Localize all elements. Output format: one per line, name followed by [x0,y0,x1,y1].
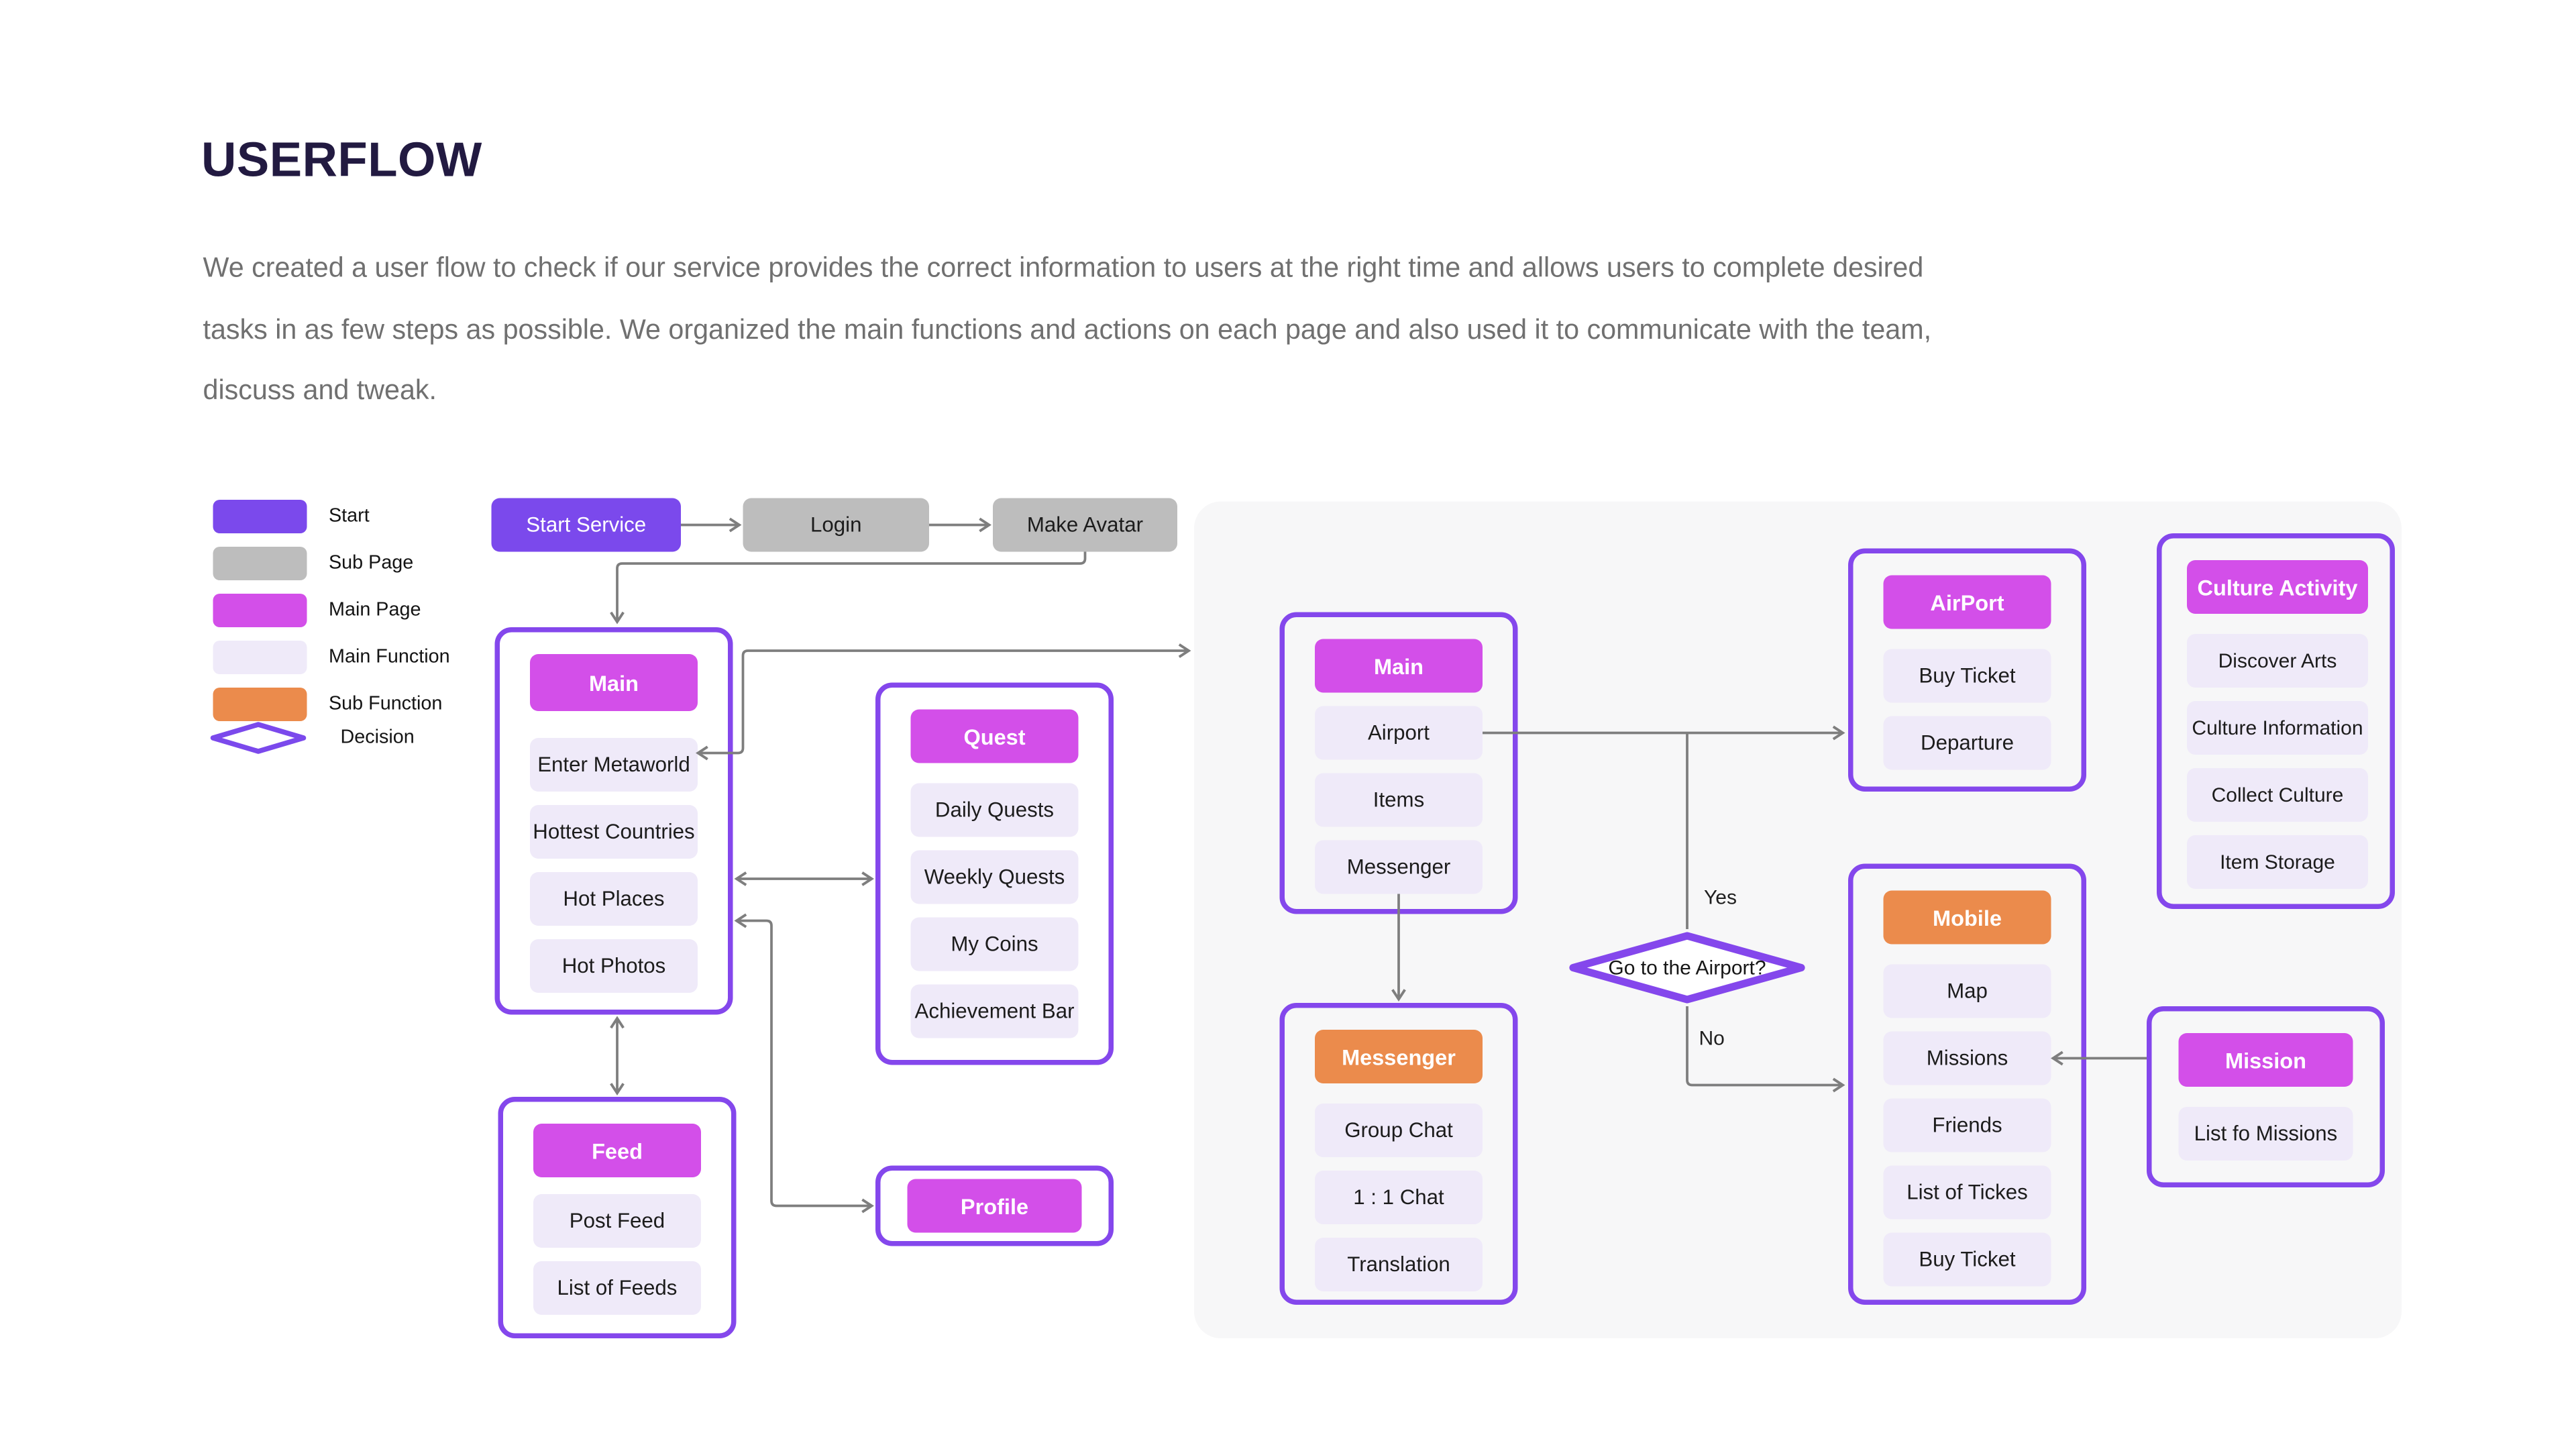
legend-swatch-main-function [213,641,307,674]
row-post-feed: Post Feed [533,1194,701,1248]
row-buy-ticket: Buy Ticket [1883,649,2051,703]
legend-item-sub-page: Sub Page [213,547,414,580]
box-mission-header: Mission [2178,1033,2353,1087]
box-main-meta: Main Airport Items Messenger [1279,612,1518,914]
legend-swatch-sub-function [213,688,307,721]
legend-label: Sub Page [329,553,414,574]
legend-label: Sub Function [329,694,443,714]
row-1-1-chat: 1 : 1 Chat [1315,1171,1483,1224]
row-items: Items [1315,773,1483,827]
row-group-chat: Group Chat [1315,1104,1483,1157]
node-make-avatar: Make Avatar [993,498,1177,552]
box-feed-header: Feed [533,1124,701,1177]
legend-swatch-main-page [213,594,307,627]
description-line: tasks in as few steps as possible. We or… [203,314,1932,345]
row-list-of-feeds: List of Feeds [533,1261,701,1315]
decision-diamond-icon [1569,932,1805,1004]
box-airport: AirPort Buy Ticket Departure [1848,548,2086,792]
row-messenger: Messenger [1315,840,1483,894]
page-title: USERFLOW [201,134,482,188]
box-messenger-header: Messenger [1315,1030,1483,1083]
box-profile-header: Profile [907,1179,1082,1233]
row-friends: Friends [1883,1098,2051,1152]
page-description: We created a user flow to check if our s… [203,238,2417,422]
legend-item-main-function: Main Function [213,641,450,674]
box-mobile: Mobile Map Missions Friends List of Tick… [1848,863,2086,1305]
row-culture-information: Culture Information [2187,701,2368,755]
row-achievement-bar: Achievement Bar [910,984,1079,1038]
edge-label-yes: Yes [1704,885,1737,909]
row-departure: Departure [1883,716,2051,770]
box-main-left: Main Enter Metaworld Hottest Countries H… [494,627,733,1015]
row-item-storage: Item Storage [2187,835,2368,889]
row-discover-arts: Discover Arts [2187,634,2368,688]
row-hottest-countries: Hottest Countries [530,805,698,859]
row-hot-photos: Hot Photos [530,939,698,993]
row-daily-quests: Daily Quests [910,783,1079,837]
box-main-meta-header: Main [1315,639,1483,693]
legend-swatch-start [213,500,307,533]
row-enter-metaworld: Enter Metaworld [530,738,698,792]
edge-label-no: No [1699,1026,1725,1050]
legend-item-sub-function: Sub Function [213,688,443,721]
box-mobile-header: Mobile [1883,890,2051,945]
legend-label: Main Page [329,600,421,621]
edge-avatar-main [610,551,1087,625]
box-feed: Feed Post Feed List of Feeds [498,1097,737,1338]
box-mission: Mission List fo Missions [2147,1006,2385,1187]
description-line: We created a user flow to check if our s… [203,253,1924,284]
legend-item-main-page: Main Page [213,594,421,627]
description-line: discuss and tweak. [203,376,437,406]
box-quest: Quest Daily Quests Weekly Quests My Coin… [875,682,1114,1065]
legend-item-start: Start [213,500,370,533]
legend-label: Main Function [329,647,450,667]
box-messenger: Messenger Group Chat 1 : 1 Chat Translat… [1279,1003,1518,1305]
row-translation: Translation [1315,1238,1483,1291]
box-culture: Culture Activity Discover Arts Culture I… [2157,533,2395,909]
row-missions: Missions [1883,1031,2051,1085]
row-hot-places: Hot Places [530,872,698,926]
node-login: Login [743,498,929,552]
row-my-coins: My Coins [910,917,1079,971]
legend-item-decision: Decision [208,721,415,755]
decision-question: Go to the Airport? [1608,956,1766,979]
edge-main-profile [734,913,875,1214]
row-list-fo-missions: List fo Missions [2178,1107,2353,1161]
row-buy-ticket-mobile: Buy Ticket [1883,1232,2051,1287]
node-start-service: Start Service [491,498,681,552]
legend-swatch-sub-page [213,547,307,580]
legend-label: Decision [340,728,415,748]
box-airport-header: AirPort [1883,575,2051,629]
row-collect-culture: Collect Culture [2187,768,2368,822]
row-airport: Airport [1315,706,1483,760]
legend-diamond-icon [210,722,307,754]
row-map: Map [1883,964,2051,1018]
row-weekly-quests: Weekly Quests [910,850,1079,904]
box-profile: Profile [875,1165,1114,1246]
box-main-left-header: Main [530,654,698,711]
box-culture-header: Culture Activity [2187,560,2368,614]
row-list-of-tickes: List of Tickes [1883,1165,2051,1220]
decision-go-to-airport: Go to the Airport? [1566,931,1808,1005]
legend-label: Start [329,506,370,527]
box-quest-header: Quest [910,709,1079,763]
